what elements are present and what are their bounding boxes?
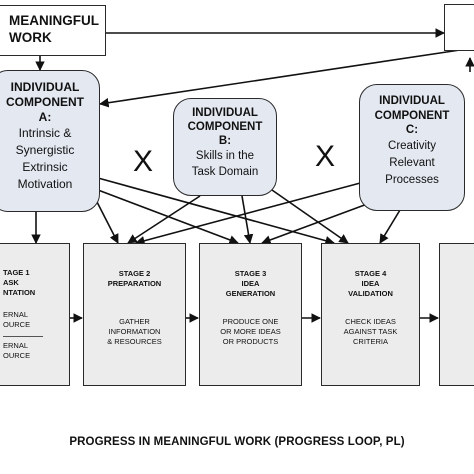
component-c-title2: COMPONENT: [374, 109, 450, 122]
stage2-body1: GATHER: [119, 317, 150, 326]
stage1-body2: OURCE: [3, 320, 31, 329]
component-b-title2: COMPONENT: [187, 121, 263, 133]
stage1-title2: ASK: [3, 278, 19, 287]
stage3-body2: OR MORE IDEAS: [220, 327, 281, 336]
stage2-title2: PREPARATION: [107, 279, 162, 288]
stage3-title1: STAGE 3: [234, 269, 267, 278]
component-c-body3: Processes: [385, 173, 439, 186]
arrow-c-to-stage3: [261, 199, 379, 245]
arrow-c-to-stage4: [379, 209, 401, 244]
stage4-body2: AGAINST TASK: [343, 327, 398, 336]
component-c-body1: Creativity: [388, 139, 436, 152]
stage2-title1: STAGE 2: [118, 269, 151, 278]
component-c-title1: INDIVIDUAL: [379, 95, 445, 107]
arrow-a-to-stage3: [97, 189, 239, 245]
stage2-body3: & RESOURCES: [107, 337, 162, 346]
component-a-body2: Synergistic: [15, 143, 75, 157]
arrow-a-to-stage2: [95, 199, 119, 244]
component-c-body2: Relevant: [389, 156, 435, 169]
stage1-body4: OURCE: [3, 351, 31, 360]
multiply-symbol-bc: X: [315, 140, 336, 173]
multiply-symbol-ab: X: [133, 145, 154, 178]
stage2-box: STAGE 2 PREPARATION GATHER INFORMATION &…: [83, 243, 186, 386]
stage3-body3: OR PRODUCTS: [222, 337, 279, 346]
component-a-body3: Extrinsic: [22, 160, 68, 174]
component-b-body1: Skills in the: [195, 150, 255, 162]
stage1-title1: TAGE 1: [3, 268, 30, 277]
stage4-box: STAGE 4 IDEA VALIDATION CHECK IDEAS AGAI…: [321, 243, 420, 386]
meaningful-work-box: MEANINGFUL WORK: [0, 5, 106, 56]
stage1-divider: [3, 336, 43, 337]
stage3-title2: IDEA: [241, 279, 260, 288]
stage2-body2: INFORMATION: [108, 327, 161, 336]
progress-box-partial: [444, 4, 474, 51]
stage1-box: TAGE 1 ASK NTATION ERNAL OURCE ERNAL OUR…: [0, 243, 70, 386]
stage4-title1: STAGE 4: [354, 269, 387, 278]
stage3-box: STAGE 3 IDEA GENERATION PRODUCE ONE OR M…: [199, 243, 302, 386]
stage4-body1: CHECK IDEAS: [345, 317, 396, 326]
stage1-title3: NTATION: [3, 288, 36, 297]
progress-loop-caption: PROGRESS IN MEANINGFUL WORK (PROGRESS LO…: [69, 436, 405, 448]
stage4-title3: VALIDATION: [348, 289, 393, 298]
stage3-title3: GENERATION: [225, 289, 276, 298]
component-a-body1: Intrinsic &: [18, 126, 72, 140]
meaningful-work-line2: WORK: [9, 30, 52, 45]
stage4-title2: IDEA: [361, 279, 380, 288]
component-a-title2: COMPONENT: [6, 95, 84, 109]
arrow-b-to-stage4: [271, 189, 349, 244]
individual-component-c: INDIVIDUAL COMPONENT C: Creativity Relev…: [359, 84, 465, 211]
component-c-title3: C:: [405, 124, 419, 136]
individual-component-a: INDIVIDUAL COMPONENT A: Intrinsic & Syne…: [0, 70, 100, 212]
stage1-body3: ERNAL: [3, 341, 29, 350]
component-b-body2: Task Domain: [191, 166, 259, 178]
component-a-title1: INDIVIDUAL: [10, 80, 80, 94]
arrow-b-to-stage2: [127, 195, 201, 244]
component-a-body4: Motivation: [17, 177, 73, 191]
stage5-box-partial: [439, 243, 474, 386]
stage3-body1: PRODUCE ONE: [222, 317, 279, 326]
component-b-title3: B:: [218, 135, 232, 147]
stage4-body3: CRITERIA: [352, 337, 388, 346]
stage1-body1: ERNAL: [3, 310, 29, 319]
arrow-b-to-stage3: [241, 195, 254, 244]
component-b-title1: INDIVIDUAL: [192, 107, 258, 119]
component-a-title3: A:: [38, 110, 52, 124]
meaningful-work-line1: MEANINGFUL: [9, 13, 99, 28]
individual-component-b: INDIVIDUAL COMPONENT B: Skills in the Ta…: [173, 98, 277, 196]
